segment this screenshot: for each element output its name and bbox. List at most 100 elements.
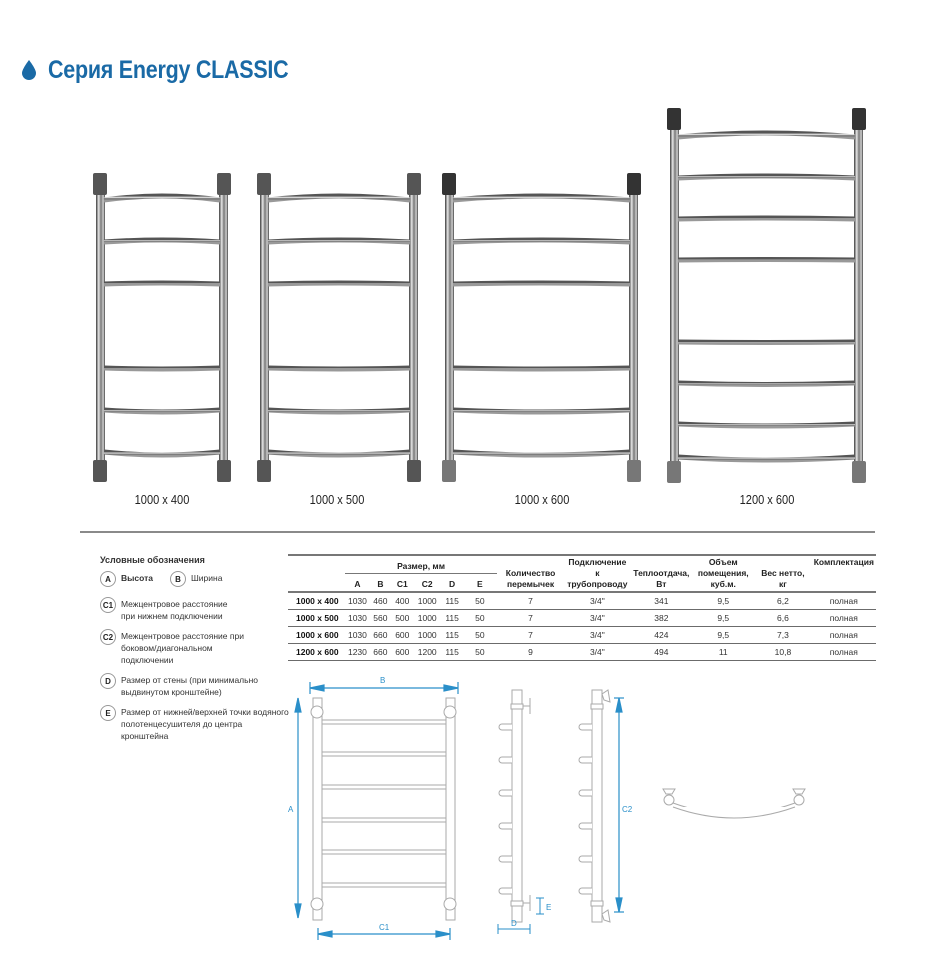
cell: 500	[391, 609, 414, 627]
diagram-top-view	[662, 788, 806, 819]
cell: 3/4"	[564, 626, 631, 644]
cell: 494	[630, 643, 693, 661]
cell: 50	[463, 592, 497, 610]
legend-badge: B	[170, 571, 186, 587]
cell: 3/4"	[564, 643, 631, 661]
cell: 1030	[345, 592, 370, 610]
table-row: 1000 x 500 1030 560 500 1000 115 50 7 3/…	[288, 609, 876, 627]
legend-row: C2 Межцентровое расстояние при боковом/д…	[100, 629, 290, 666]
dim-label-d: D	[511, 919, 517, 928]
cell: 1030	[345, 626, 370, 644]
diagram-front-view: B A C1	[288, 676, 459, 940]
table-row: 1000 x 600 1030 660 600 1000 115 50 7 3/…	[288, 626, 876, 644]
cell: 660	[369, 626, 392, 644]
series-title: Серия Energy CLASSIC	[48, 55, 289, 84]
legend-row-ab: A Высота B Ширина	[100, 571, 290, 587]
col-header: Подключение к трубопроводу	[564, 554, 631, 593]
cell: 600	[391, 626, 414, 644]
col-header: A	[345, 573, 370, 593]
product-image-1000x600	[442, 173, 641, 482]
product-label: 1000 x 500	[309, 492, 365, 507]
cell: 115	[441, 592, 464, 610]
cell-model: 1000 x 400	[288, 592, 346, 610]
cell: 600	[391, 643, 414, 661]
cell: 660	[369, 643, 392, 661]
cell: 115	[441, 609, 464, 627]
cell: 1200	[413, 643, 442, 661]
cell-model: 1000 x 500	[288, 609, 346, 627]
cell: 115	[441, 626, 464, 644]
legend-text: Межцентровое расстояние при боковом/диаг…	[121, 631, 244, 665]
col-header: C2	[413, 573, 442, 593]
table-row: 1200 x 600 1230 660 600 1200 115 50 9 3/…	[288, 643, 876, 661]
cell: 9,5	[692, 626, 755, 644]
legend-badge: C1	[100, 597, 116, 613]
diagram-side-view-d-e: D E	[497, 689, 551, 934]
section-divider	[80, 531, 875, 533]
legend-row: C1 Межцентровое расстояние при нижнем по…	[100, 597, 290, 622]
cell: 7	[496, 609, 565, 627]
product-label: 1000 x 600	[514, 492, 570, 507]
dim-label-a: A	[288, 805, 294, 814]
cell-model: 1200 x 600	[288, 643, 346, 661]
cell: 424	[630, 626, 693, 644]
legend-text: Размер от нижней/верхней точки водяного …	[121, 707, 289, 741]
legend-row: E Размер от нижней/верхней точки водяног…	[100, 705, 290, 742]
cell: полная	[811, 592, 876, 610]
cell: 1000	[413, 592, 442, 610]
cell-model: 1000 x 600	[288, 626, 346, 644]
cell: 3/4"	[564, 592, 631, 610]
cell: 1230	[345, 643, 370, 661]
col-header: Количество перемычек	[496, 554, 565, 593]
dim-label-b: B	[380, 676, 385, 685]
table-subheader-row: A B C1 C2 D E	[288, 573, 876, 593]
product-label: 1000 x 400	[134, 492, 190, 507]
cell: 1000	[413, 626, 442, 644]
cell: 9,5	[692, 592, 755, 610]
product-image-1000x500	[257, 173, 421, 482]
dim-label-c2: C2	[622, 805, 633, 814]
cell: 50	[463, 609, 497, 627]
legend-text: Размер от стены (при минимально выдвинут…	[121, 675, 258, 697]
cell: 7,3	[754, 626, 812, 644]
page-title: Серия Energy CLASSIC	[22, 55, 328, 85]
col-header: B	[369, 573, 392, 593]
cell: 10,8	[754, 643, 812, 661]
table-header-row: Размер, мм Количество перемычек Подключе…	[288, 554, 876, 593]
legend-text: Ширина	[191, 573, 223, 583]
product-image-1000x400	[93, 173, 231, 482]
spec-table: Размер, мм Количество перемычек Подключе…	[288, 554, 876, 661]
cell: 11	[692, 643, 755, 661]
cell: 460	[369, 592, 392, 610]
legend-badge: C2	[100, 629, 116, 645]
col-header: Теплоотдача, Вт	[630, 554, 693, 593]
col-header: D	[441, 573, 464, 593]
table-row: 1000 x 400 1030 460 400 1000 115 50 7 3/…	[288, 592, 876, 610]
legend-title: Условные обозначения	[100, 555, 205, 565]
size-group-header: Размер, мм	[345, 554, 497, 574]
cell: 400	[391, 592, 414, 610]
cell: 382	[630, 609, 693, 627]
cell: 7	[496, 626, 565, 644]
cell: 9	[496, 643, 565, 661]
legend-badge: A	[100, 571, 116, 587]
col-header: E	[463, 573, 497, 593]
col-header: Вес нетто, кг	[754, 554, 812, 593]
legend-text: Межцентровое расстояние при нижнем подкл…	[121, 599, 228, 621]
cell: 560	[369, 609, 392, 627]
dim-label-e: E	[546, 903, 551, 912]
legend-badge: D	[100, 673, 116, 689]
col-header: Объем помещения, куб.м.	[692, 554, 755, 593]
cell: 341	[630, 592, 693, 610]
legend-text: Высота	[121, 573, 153, 583]
cell: 1030	[345, 609, 370, 627]
cell: полная	[811, 643, 876, 661]
cell: 115	[441, 643, 464, 661]
cell: 1000	[413, 609, 442, 627]
legend-row: D Размер от стены (при минимально выдвин…	[100, 673, 290, 698]
legend-badge: E	[100, 705, 116, 721]
water-drop-icon	[22, 60, 36, 80]
diagram-side-view-c2: C2	[578, 689, 633, 923]
cell: полная	[811, 609, 876, 627]
cell: 7	[496, 592, 565, 610]
